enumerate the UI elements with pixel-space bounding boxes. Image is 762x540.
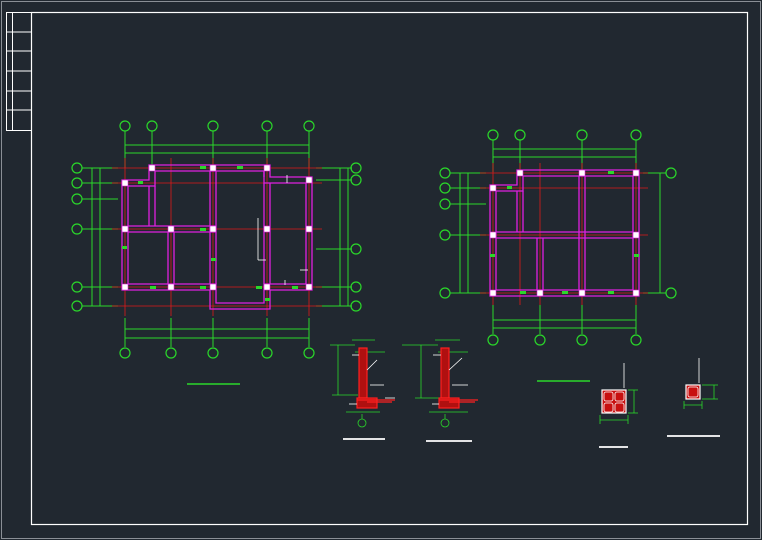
wall-section-detail-2 — [402, 339, 478, 442]
dimension-lines-top-right — [492, 140, 637, 172]
axis-lines-right — [480, 163, 648, 305]
column-section-detail-1 — [599, 363, 638, 448]
grid-bubbles-right-plan — [439, 129, 677, 346]
columns — [121, 164, 313, 291]
column-section-detail-2 — [667, 358, 720, 437]
dimension-lines-right-right — [643, 172, 666, 294]
dimension-lines-left — [82, 167, 118, 307]
columns-right — [489, 169, 640, 297]
grid-bubbles-left-plan — [71, 120, 362, 359]
beam-tags — [122, 166, 298, 301]
title-block — [6, 12, 32, 131]
dimension-lines-right — [316, 167, 352, 307]
dimension-lines-top — [124, 131, 310, 168]
axis-lines — [112, 158, 322, 316]
dimension-lines-bottom-right — [492, 305, 637, 334]
wall-section-detail-1 — [330, 339, 395, 440]
foundation-plan-right — [439, 129, 677, 382]
foundation-beams-right — [489, 169, 640, 297]
dimension-lines-bottom — [124, 318, 310, 347]
foundation-plan-left — [71, 120, 362, 385]
inner-border — [30, 11, 749, 526]
plan-notes — [257, 175, 308, 285]
beam-tags-right — [490, 171, 639, 294]
dimension-lines-left-right — [450, 172, 486, 294]
